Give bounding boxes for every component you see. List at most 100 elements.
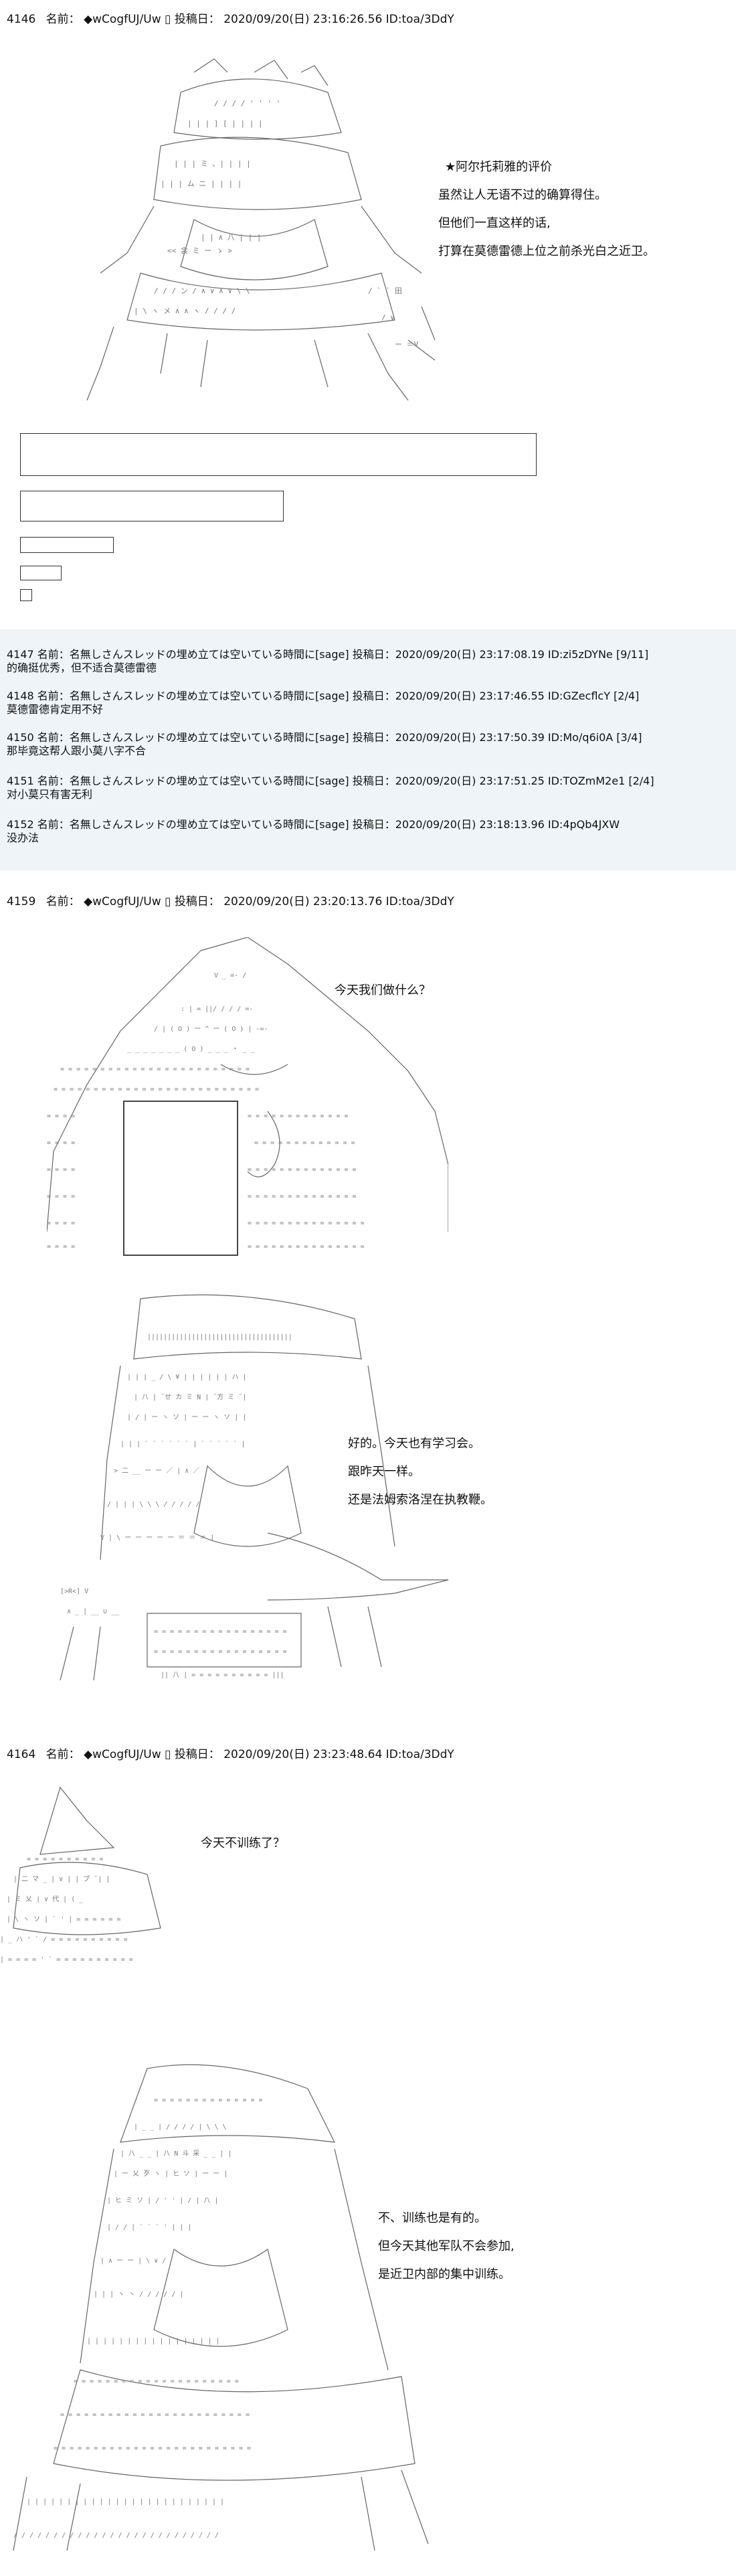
svg-text:| | | _ / \ ¥ | | | | | | ハ |: | | | _ / \ ¥ | | | | | | ハ | (127, 1374, 247, 1381)
post-date: 2020/09/20(日) 23:23:48.64 (223, 1748, 383, 1761)
svg-text:∧ _ | __ ∪ __: ∧ _ | __ ∪ __ (67, 1608, 120, 1615)
reply-body: 那毕竟这帮人跟小莫八字不合 (7, 744, 147, 757)
square-icon: ▯ (165, 13, 171, 26)
svg-text:> 二 __ ー ー ／ | ∧ ／: > 二 __ ー ー ／ | ∧ ／ (114, 1467, 199, 1475)
poster-trip[interactable]: ◆wCogfUJ/Uw (84, 13, 161, 26)
reply-section (0, 629, 736, 870)
svg-text:/ / / / / / / / / / / / / / /: / / / / / / / / / / / / / / / / / / / / … (13, 2532, 219, 2539)
svg-text:| / / | ` ` ` ' | | |: | / / | ` ` ` ' | | | (107, 2223, 191, 2231)
svg-text:| \ ヽ メ ∧ ∧ ヽ / / / /: | \ ヽ メ ∧ ∧ ヽ / / / / (134, 307, 236, 315)
dialogue-title: ★阿尔托莉雅的评价 (445, 160, 553, 174)
reply-item: 4152 名前：名無しさんスレッドの埋め立ては空いている時間に[sage] 投稿… (7, 818, 620, 845)
svg-text:= = = = = = = = = = = = = = =: = = = = = = = = = = = = = = = = = = = = … (60, 1066, 250, 1073)
svg-text:= = = =: = = = = (47, 1113, 75, 1120)
ascii-art-knight-closeup: = = = = = = = = = = = = = = | _ _ | / / … (0, 2062, 435, 2557)
svg-text:/ ` ` 田: / ` ` 田 (368, 287, 402, 295)
svg-text:= = = =: = = = = (47, 1220, 75, 1227)
post-header: 4146 名前： ◆wCogfUJ/Uw ▯ 投稿日： 2020/09/20(日… (7, 12, 454, 27)
empty-panel-2 (20, 491, 284, 521)
svg-text:= = = = = = = = = = = = = = =: = = = = = = = = = = = = = = = = = = = = … (74, 2378, 239, 2385)
post-number: 4164 (7, 1748, 36, 1761)
svg-text:| = = = = ' ` = = = = = = = =: | = = = = ' ` = = = = = = = = = = (0, 1955, 133, 1963)
svg-text:= = = = = = = = = =: = = = = = = = = = = (27, 1856, 103, 1863)
dialogue-block-2b: 好的。今天也有学习会。 跟昨天一样。 还是法姆索洛涅在执教鞭。 (348, 1436, 492, 1508)
dialogue-block-3b: 不、训练也是有的。 但今天其他军队不会参加, 是近卫内部的集中训练。 (378, 2210, 515, 2283)
dialogue-line: 但他们一直这样的话, (438, 216, 551, 230)
svg-text:= = = = = = = = = = = = = = =: = = = = = = = = = = = = = = = = = (154, 1628, 287, 1635)
svg-text:| | ∧ 八 | | |: | | ∧ 八 | | | (201, 233, 261, 242)
name-label: 名前： (45, 1748, 80, 1761)
dialogue-block-1: ★阿尔托莉雅的评价 虽然让人无语不过的确算得住。 但他们一直这样的话, 打算在莫… (438, 159, 655, 260)
poster-trip[interactable]: ◆wCogfUJ/Uw (84, 895, 161, 908)
svg-text:[>R<] V: [>R<] V (60, 1588, 88, 1595)
svg-text:= = = = = = = = = = = = = = =: = = = = = = = = = = = = = = = = = = = = … (60, 2411, 250, 2419)
empty-panel-5 (20, 589, 32, 601)
svg-text:| | | ム ニ | | | |: | | | ム ニ | | | | (161, 179, 242, 188)
svg-text:| | | ] [ | | | |: | | | ] [ | | | | (187, 119, 263, 128)
date-label: 投稿日： (174, 1748, 220, 1761)
svg-text:= = = =: = = = = (47, 1139, 75, 1147)
svg-text:<< 衾 ミ ー ゝ >: << 衾 ミ ー ゝ > (167, 246, 232, 255)
svg-text:= = = = = = = = = = = = = = =: = = = = = = = = = = = = = = = = = (154, 1648, 287, 1656)
svg-text:/ / / ン / ∧ ∨ ∧ ∨ \ \: / / / ン / ∧ ∨ ∧ ∨ \ \ (154, 287, 250, 295)
ascii-art-cloaked-speaker: |||||||||||||||||||||||||||||||||||| | |… (47, 1292, 462, 1694)
dialogue-line: 虽然让人无语不过的确算得住。 (438, 188, 607, 202)
svg-text:= = = = = = = = = = = = = =: = = = = = = = = = = = = = = (248, 1193, 357, 1200)
poster-trip[interactable]: ◆wCogfUJ/Uw (84, 1748, 161, 1761)
reply-item: 4148 名前：名無しさんスレッドの埋め立ては空いている時間に[sage] 投稿… (7, 690, 639, 716)
svg-text:= = = =: = = = = (47, 1166, 75, 1174)
svg-text:| / | ー ヽ ソ | ー ー ヽ ソ | |: | / | ー ヽ ソ | ー ー ヽ ソ | | (127, 1414, 246, 1421)
date-label: 投稿日： (174, 895, 220, 908)
svg-text:/ / / / ' ' ' ': / / / / ' ' ' ' (214, 99, 280, 108)
post-header: 4159 名前： ◆wCogfUJ/Uw ▯ 投稿日： 2020/09/20(日… (7, 894, 454, 909)
svg-text:| | | ミ 、| | | |: | | | ミ 、| | | | (174, 159, 251, 168)
dialogue-line: 还是法姆索洛涅在执教鞭。 (348, 1493, 492, 1507)
post-id[interactable]: ID:toa/3DdY (385, 895, 454, 908)
dialogue-line: 今天我们做什么？ (335, 983, 431, 997)
ascii-art-drawing: |||||||||||||||||||||||||||||||||||| | |… (60, 1294, 449, 1681)
svg-text:| _ _ | / / / / | \ \ \: | _ _ | / / / / | \ \ \ (134, 2123, 226, 2131)
dialogue-block-2a: 今天我们做什么？ (335, 983, 431, 999)
svg-text:= = = = = = = = = = = = = = =: = = = = = = = = = = = = = = = = = = = = … (54, 1086, 259, 1093)
post-number: 4146 (7, 13, 36, 26)
name-label: 名前： (45, 13, 80, 26)
ascii-art-drawing: V _ =- / : | = ||/ / / / =- / | ( O ) ー … (47, 937, 448, 1256)
svg-text:| 二 マ _ | ∨ | | ブ ̄ | |: | 二 マ _ | ∨ | | ブ ̄ | | (13, 1874, 110, 1883)
square-icon: ▯ (165, 895, 171, 908)
dialogue-block-3a: 今天不训练了？ (201, 1836, 285, 1852)
svg-text:= = = = = = = = = = = = = = =: = = = = = = = = = = = = = = = (248, 1220, 365, 1227)
dialogue-line: 不、训练也是有的。 (378, 2211, 486, 2225)
reply-header: 4151 名前：名無しさんスレッドの埋め立ては空いている時間に[sage] 投稿… (7, 775, 654, 787)
svg-text:: | = ||/ / / / =-: : | = ||/ / / / =- (181, 1005, 253, 1013)
svg-text:= = = =: = = = = (47, 1243, 75, 1251)
date-label: 投稿日： (174, 13, 220, 26)
svg-text:/ ∨: / ∨ (381, 313, 395, 322)
reply-body: 的确挺优秀，但不适合莫德雷德 (7, 661, 157, 674)
reply-body: 莫德雷德肯定用不好 (7, 703, 104, 716)
svg-text:_ _ _ _ _ _ _ ( O ) _ _ _ ・ _: _ _ _ _ _ _ _ ( O ) _ _ _ ・ _ _ (127, 1046, 256, 1053)
reply-header: 4148 名前：名無しさんスレッドの埋め立ては空いている時間に[sage] 投稿… (7, 690, 640, 702)
svg-text:| ヒ ミ ソ | / ' ' | / | 八 |: | ヒ ミ ソ | / ' ' | / | 八 | (107, 2196, 218, 2204)
svg-text:| ∧ ー ー | \ ∨ /: | ∧ ー ー | \ ∨ / (100, 2257, 166, 2265)
svg-text:| | | | | | | | | | | | | | |: | | | | | | | | | | | | | | | | | (87, 2338, 220, 2345)
post-id[interactable]: ID:toa/3DdY (385, 13, 454, 26)
svg-text:/ | | | \ \ \ / / / / /: / | | | \ \ \ / / / / / (107, 1501, 199, 1508)
reply-header: 4147 名前：名無しさんスレッドの埋め立ては空いている時間に[sage] 投稿… (7, 648, 649, 661)
post-header: 4164 名前： ◆wCogfUJ/Uw ▯ 投稿日： 2020/09/20(日… (7, 1747, 454, 1762)
reply-header: 4152 名前：名無しさんスレッドの埋め立ては空いている時間に[sage] 投稿… (7, 818, 620, 831)
svg-text:= = = =: = = = = (47, 1193, 75, 1200)
svg-text:= = = = = = = = = = = = = =: = = = = = = = = = = = = = = (154, 2097, 263, 2104)
svg-text:= = = = = = = = = = = = = = =: = = = = = = = = = = = = = = = = = = = = … (54, 2445, 251, 2452)
ascii-art-drawing: = = = = = = = = = = | 二 マ _ | ∨ | | ブ ̄ … (0, 1786, 161, 1963)
ascii-art-knight-group: / / / / ' ' ' ' | | | ] [ | | | | | | | … (60, 52, 455, 414)
dialogue-line: 打算在莫德雷德上位之前杀光白之近卫。 (438, 244, 655, 258)
svg-text:|| 八 | = = = = = = = = = = |||: || 八 | = = = = = = = = = = ||| (161, 1672, 284, 1679)
post-id[interactable]: ID:toa/3DdY (385, 1748, 454, 1761)
reply-item: 4147 名前：名無しさんスレッドの埋め立ては空いている時間に[sage] 投稿… (7, 648, 648, 675)
svg-text:| | | | | | | | | | | | | | |: | | | | | | | | | | | | | | | | | | | | … (27, 2498, 224, 2506)
dialogue-line: 跟昨天一样。 (348, 1465, 420, 1479)
ascii-art-drawing: = = = = = = = = = = = = = = | _ _ | / / … (13, 2064, 429, 2551)
svg-text:= = = = = = = = = = = = =: = = = = = = = = = = = = = (254, 1139, 355, 1147)
ascii-art-drawing: / / / / ' ' ' ' | | | ] [ | | | | | | | … (86, 58, 436, 401)
svg-text:| | | ` ` ` ` ` ` | ` ` ` ` `: | | | ` ` ` ` ` ` | ` ` ` ` ` | (120, 1440, 246, 1448)
